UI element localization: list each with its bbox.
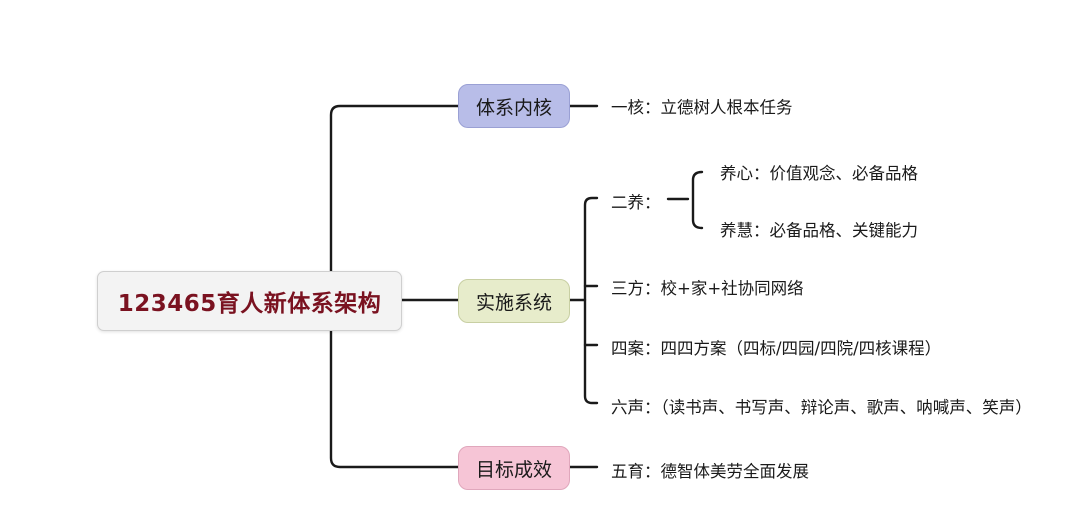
- connector-er-brace: [691, 170, 704, 230]
- root-node: 123465育人新体系架构: [97, 271, 402, 331]
- branch-implementation-system: 实施系统: [458, 279, 570, 323]
- leaf-nurture-wisdom: 养慧：必备品格、关键能力: [720, 221, 918, 240]
- connector-impl-trunk: [583, 196, 599, 405]
- leaf-one-core: 一核：立德树人根本任务: [611, 98, 793, 117]
- leaf-six-voices: 六声：（读书声、书写声、辩论声、歌声、呐喊声、笑声）: [611, 398, 1032, 417]
- leaf-four-plans: 四案：四四方案（四标/四园/四院/四核课程）: [611, 339, 942, 358]
- leaf-five-education: 五育：德智体美劳全面发展: [611, 462, 809, 481]
- leaf-three-parties: 三方：校+家+社协同网络: [611, 279, 804, 298]
- leaf-nurture-heart: 养心：价值观念、必备品格: [720, 164, 918, 183]
- branch-core-system: 体系内核: [458, 84, 570, 128]
- leaf-two-nurture: 二养：: [611, 193, 661, 212]
- branch-goal-outcome: 目标成效: [458, 446, 570, 490]
